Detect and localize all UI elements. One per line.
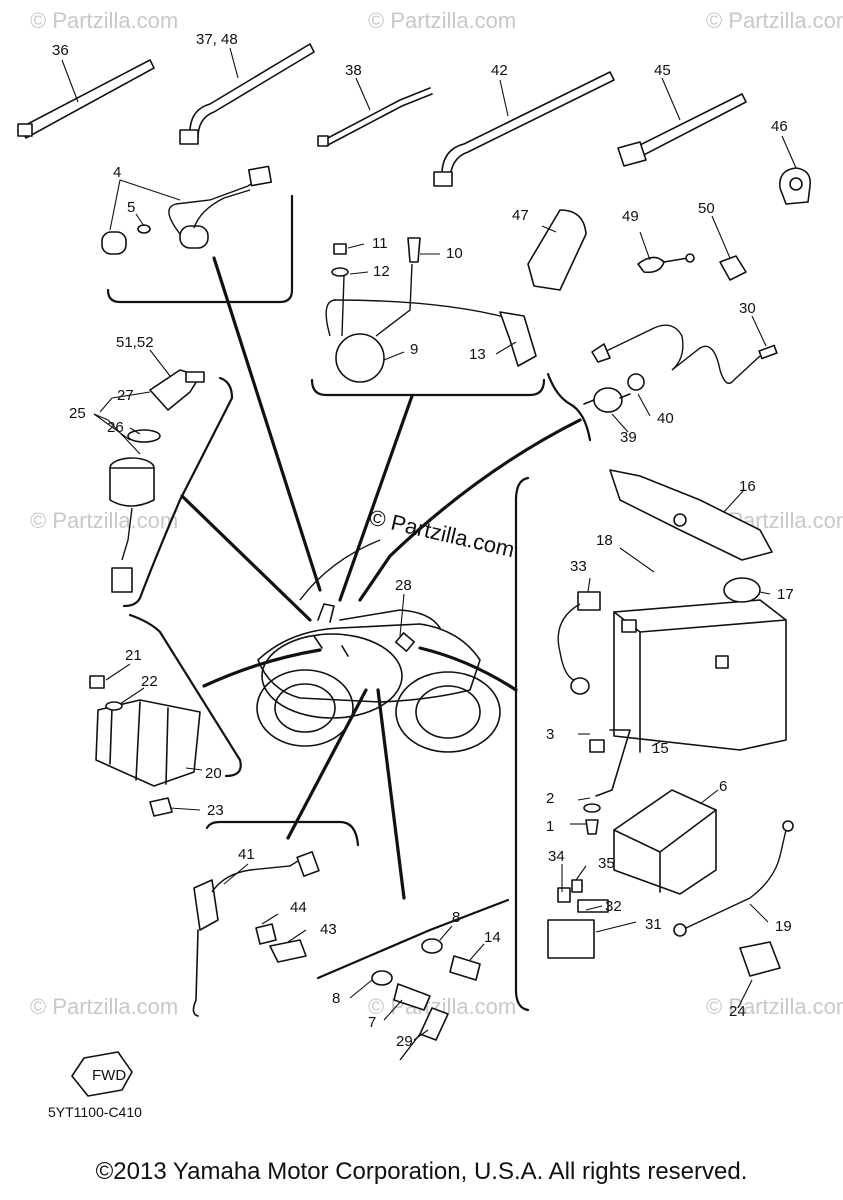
callout-44: 44 (290, 899, 307, 916)
fuse-box-24 (739, 941, 781, 977)
callout-14: 14 (484, 929, 501, 946)
callout-18: 18 (596, 532, 613, 549)
callout-25: 25 (69, 405, 86, 422)
callout-38: 38 (345, 62, 362, 79)
battery-15 (613, 599, 787, 753)
callout-51-52: 51,52 (116, 334, 154, 351)
callout-20: 20 (205, 765, 222, 782)
callout-21: 21 (125, 647, 142, 664)
callout-32: 32 (605, 898, 622, 915)
callout-9: 9 (410, 341, 418, 358)
callout-24: 24 (729, 1003, 746, 1020)
watermark: © Partzilla.com (30, 8, 178, 33)
diagram-code: 5YT1100-C410 (48, 1104, 142, 1120)
callout-11: 11 (372, 235, 388, 252)
callout-17: 17 (777, 586, 794, 603)
starter-relay-31 (547, 879, 609, 959)
callout-43: 43 (320, 921, 337, 938)
callout-6: 6 (719, 778, 727, 795)
callout-27: 27 (117, 387, 134, 404)
callout-42: 42 (491, 62, 508, 79)
callout-28: 28 (395, 577, 412, 594)
callout-8-upper: 8 (452, 909, 460, 926)
cable-tie-36 (17, 59, 155, 139)
callout-23: 23 (207, 802, 224, 819)
callout-36: 36 (52, 42, 69, 59)
bracket-47 (527, 209, 587, 291)
callout-12: 12 (373, 263, 390, 280)
watermark: © Partzilla.com (30, 508, 178, 533)
cable-tie-42 (433, 71, 615, 187)
section-brackets (106, 194, 592, 1012)
callout-26: 26 (107, 419, 124, 436)
callout-33: 33 (570, 558, 587, 575)
callout-10: 10 (446, 245, 463, 262)
ecu-6 (613, 789, 717, 895)
leader-lines (61, 47, 797, 1041)
fwd-arrow: FWD (71, 1051, 133, 1097)
callout-35: 35 (598, 855, 615, 872)
fwd-label: FWD (92, 1067, 126, 1084)
callout-39: 39 (620, 429, 637, 446)
callout-2: 2 (546, 790, 554, 807)
sensor-7-8-14-29 (371, 938, 481, 1061)
callout-37-48: 37, 48 (196, 31, 238, 48)
clip-49 (637, 253, 695, 274)
center-watermark: © Partzilla.com (367, 505, 517, 563)
copyright-notice: ©2013 Yamaha Motor Corporation, U.S.A. A… (95, 1158, 748, 1185)
callout-49: 49 (622, 208, 639, 225)
watermark: © Partzilla.com (706, 994, 843, 1019)
cushion-17 (723, 577, 761, 603)
callout-7: 7 (368, 1014, 376, 1031)
watermark: © Partzilla.com (706, 8, 843, 33)
cable-tie-45 (617, 93, 747, 167)
callout-3: 3 (546, 726, 554, 743)
callout-40: 40 (657, 410, 674, 427)
callout-34: 34 (548, 848, 565, 865)
bracket-screw-1-2-3 (583, 729, 631, 835)
clip-50 (719, 255, 747, 281)
battery-band-16 (609, 469, 773, 561)
watermark: © Partzilla.com (30, 994, 178, 1019)
callout-50: 50 (698, 200, 715, 217)
callout-16: 16 (739, 478, 756, 495)
callout-31: 31 (645, 916, 662, 933)
callout-30: 30 (739, 300, 756, 317)
harness-lines (180, 256, 582, 900)
rectifier-20 (89, 675, 201, 817)
callout-41: 41 (238, 846, 255, 863)
atv-silhouette (256, 603, 501, 753)
callout-1: 1 (546, 818, 554, 835)
main-switch-25 (109, 369, 205, 593)
callout-13: 13 (469, 346, 486, 363)
callout-19: 19 (775, 918, 792, 935)
watermark: © Partzilla.com (368, 8, 516, 33)
cable-tie-37-48 (179, 43, 315, 145)
callout-4: 4 (113, 164, 121, 181)
battery-lead-19 (673, 820, 794, 937)
ignition-coil-9 (325, 237, 537, 383)
sidestand-switch-41 (192, 851, 320, 1017)
cable-tie-38 (317, 87, 433, 147)
cable-clamp-46 (779, 167, 812, 205)
lead-33 (557, 591, 601, 695)
callout-45: 45 (654, 62, 671, 79)
callout-46: 46 (771, 118, 788, 135)
callout-22: 22 (141, 673, 158, 690)
callout-47: 47 (512, 207, 529, 224)
callout-29: 29 (396, 1033, 413, 1050)
callout-5: 5 (127, 199, 135, 216)
switch-leads-30-39-40 (583, 324, 778, 413)
callout-8-lower: 8 (332, 990, 340, 1007)
callout-15: 15 (652, 740, 669, 757)
sensor-harness-4-5 (101, 165, 273, 255)
callout-labels: 36 37, 48 38 42 45 46 4 5 47 49 50 11 10… (52, 31, 794, 1050)
